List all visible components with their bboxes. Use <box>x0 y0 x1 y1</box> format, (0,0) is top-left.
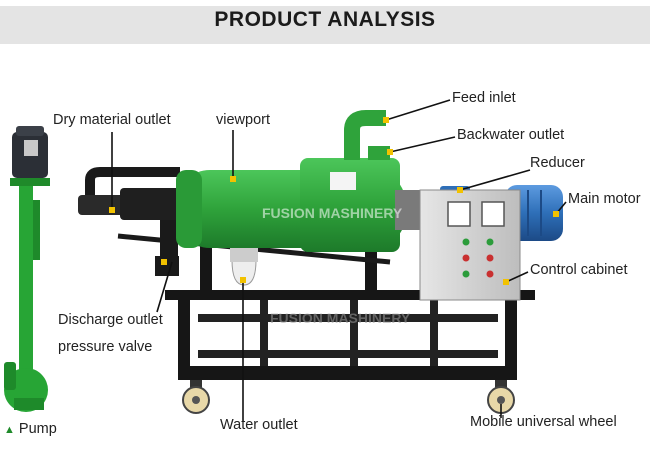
label-control-cabinet: Control cabinet <box>530 262 628 278</box>
pipes <box>78 167 391 276</box>
label-backwater-outlet: Backwater outlet <box>457 127 565 143</box>
watermark-text-lower: FUSION MASHINERY <box>270 310 411 326</box>
label-viewport: viewport <box>216 112 270 128</box>
frame <box>165 240 535 380</box>
label-pump: ▲ Pump <box>4 421 57 437</box>
label-main-motor: Main motor <box>568 191 641 207</box>
callout-lines <box>111 99 567 422</box>
separator-body <box>176 110 425 286</box>
label-feed-inlet: Feed inlet <box>452 90 516 106</box>
label-reducer: Reducer <box>530 155 585 171</box>
label-pressure-valve: pressure valve <box>58 339 153 355</box>
triangle-up-icon: ▲ <box>4 424 15 436</box>
label-dry-material-outlet: Dry material outlet <box>53 112 171 128</box>
wheels <box>182 380 515 414</box>
watermark-text: FUSION MASHINERY <box>262 205 403 221</box>
label-discharge-outlet: Discharge outlet <box>58 312 163 328</box>
header-banner <box>0 6 650 44</box>
label-pump-text: Pump <box>18 421 57 437</box>
pump <box>4 126 50 412</box>
page-title: PRODUCT ANALYSIS <box>214 8 436 31</box>
marker-dots <box>109 117 559 285</box>
label-water-outlet: Water outlet <box>220 417 298 433</box>
label-mobile-universal-wheel: Mobile universal wheel <box>470 414 617 430</box>
